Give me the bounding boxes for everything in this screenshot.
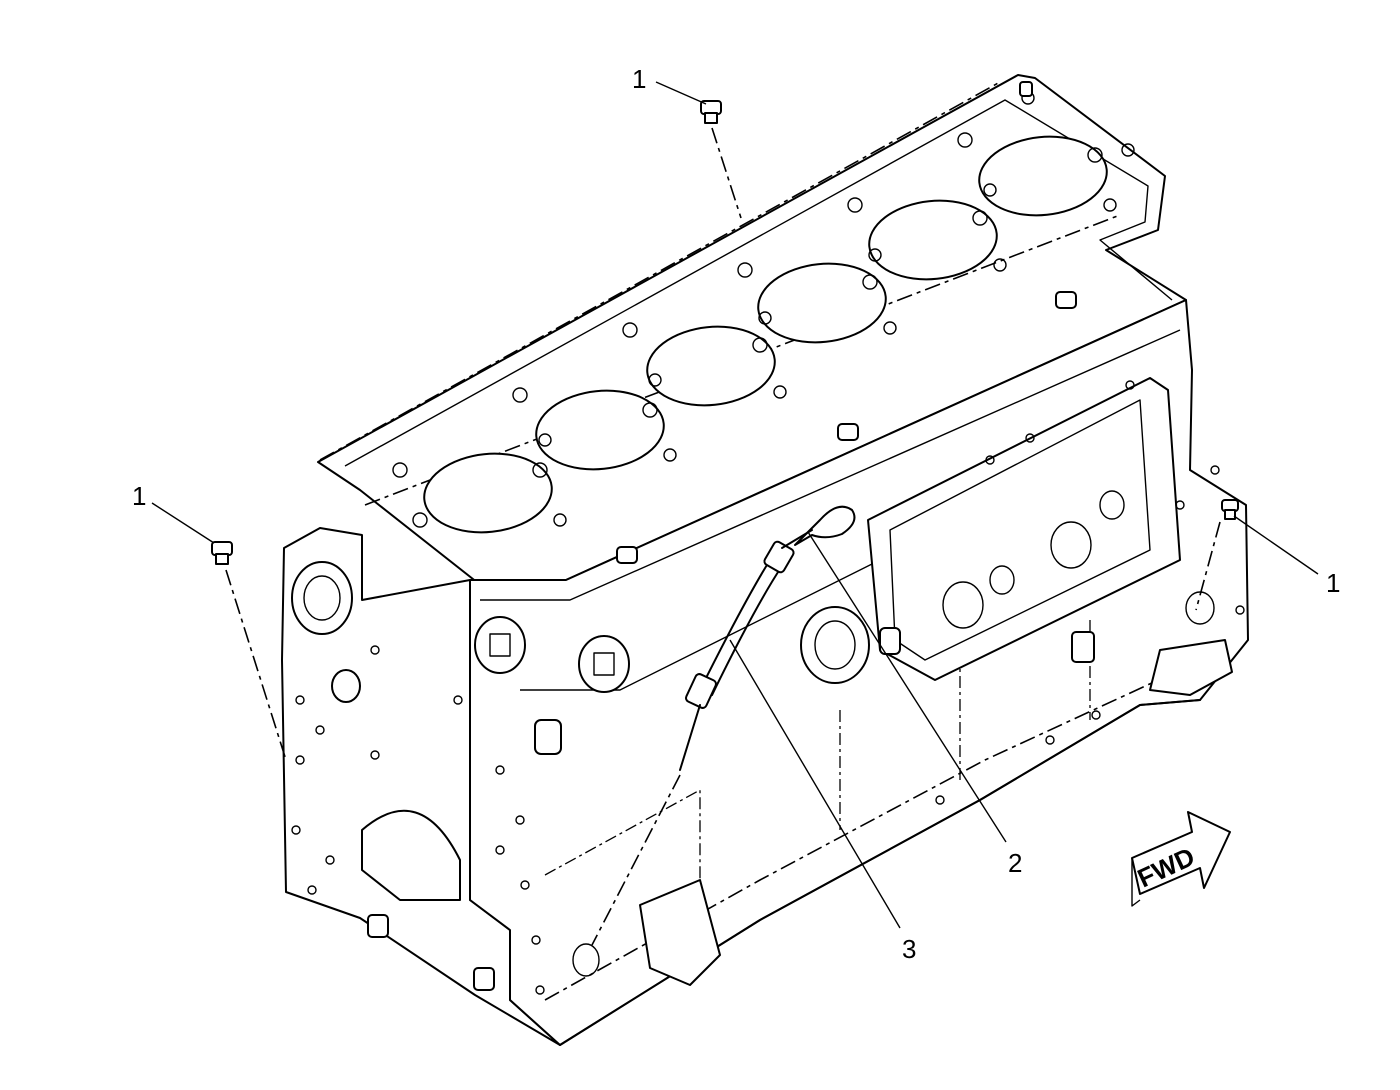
leader-1-right [1233, 515, 1319, 575]
engine-block [281, 74, 1249, 1046]
cylinder-bore-4 [757, 262, 887, 344]
dipstick-tube-ferrule [685, 673, 717, 709]
side-upper-rail [480, 329, 1181, 601]
side-cover-inner [889, 399, 1151, 661]
leader-lines [151, 81, 1319, 929]
cylinder-bore-6 [978, 135, 1108, 217]
front-bore-upper-inner [303, 575, 341, 621]
callout-1-top: 1 [632, 64, 646, 94]
cylinder-bore-1 [423, 452, 553, 534]
cam-bore-boss [800, 606, 870, 684]
plug-right [1195, 499, 1239, 611]
plug-left [211, 541, 287, 761]
fitting-2 [879, 627, 901, 655]
plug-top [700, 100, 742, 219]
deck-top-stud [1019, 81, 1033, 97]
front-sump-plug [367, 914, 389, 938]
bolt-holes [291, 380, 1245, 995]
plug-left-shank [215, 553, 229, 565]
plug-top-centerline [711, 127, 742, 219]
callout-3: 3 [902, 934, 916, 964]
cover-port-3 [989, 565, 1015, 595]
plug-hex-1 [489, 633, 511, 657]
cover-port-4 [1099, 490, 1125, 520]
cylinder-bore-5 [868, 199, 998, 281]
side-mid-rail [520, 559, 881, 691]
plug-boss-1 [474, 616, 526, 674]
leader-1-top [655, 81, 707, 105]
leader-3 [729, 639, 901, 929]
plug-boss-2 [578, 635, 630, 693]
rear-oil-port [1185, 591, 1215, 625]
plug-right-shank [1224, 509, 1236, 520]
fwd-arrow-shape [1131, 811, 1231, 895]
top-deck [317, 74, 1187, 584]
cylinder-bore-2 [535, 389, 665, 471]
plug-left-centerline [225, 569, 287, 761]
bottom-boss [639, 879, 721, 986]
rear-mount-pad [1149, 639, 1233, 696]
deck-edge-hidden [319, 81, 1001, 461]
plug-top-shank [704, 112, 718, 124]
front-bore-upper [291, 561, 353, 635]
dipstick-tube-centerline [591, 774, 681, 946]
cylinder-bore-3 [646, 325, 776, 407]
deck-dowel-2 [837, 423, 859, 441]
callout-1-left: 1 [132, 481, 146, 511]
forward-arrow-icon: FWD [1131, 811, 1231, 907]
callout-2: 2 [1008, 848, 1022, 878]
plug-hex-2 [593, 652, 615, 676]
deck-dowel-3 [616, 546, 638, 564]
callout-1-right: 1 [1326, 568, 1340, 598]
front-drain-plug [473, 967, 495, 991]
dipstick-tube [591, 559, 783, 946]
fwd-arrow-depth [1131, 858, 1141, 907]
leader-1-left [151, 502, 215, 544]
cam-bore-inner [814, 620, 856, 670]
leader-2 [807, 531, 1007, 843]
front-boss-hex [331, 669, 361, 703]
plug-right-centerline [1195, 521, 1221, 611]
cover-port-2 [1050, 521, 1092, 569]
dipstick-shaft [781, 529, 813, 549]
fitting-3 [1071, 631, 1095, 663]
cylinder-bores [423, 135, 1108, 534]
dipstick-tube-body-2 [711, 565, 783, 696]
fitting-1 [534, 719, 562, 755]
dipstick-tube-body [699, 559, 771, 691]
front-crank-bore [361, 809, 461, 901]
lower-oil-port [572, 943, 600, 977]
cover-port-1 [942, 581, 984, 629]
deck-dowel-1 [1055, 291, 1077, 309]
dipstick-tube-tip [679, 704, 701, 771]
deck-rim [344, 99, 1173, 467]
